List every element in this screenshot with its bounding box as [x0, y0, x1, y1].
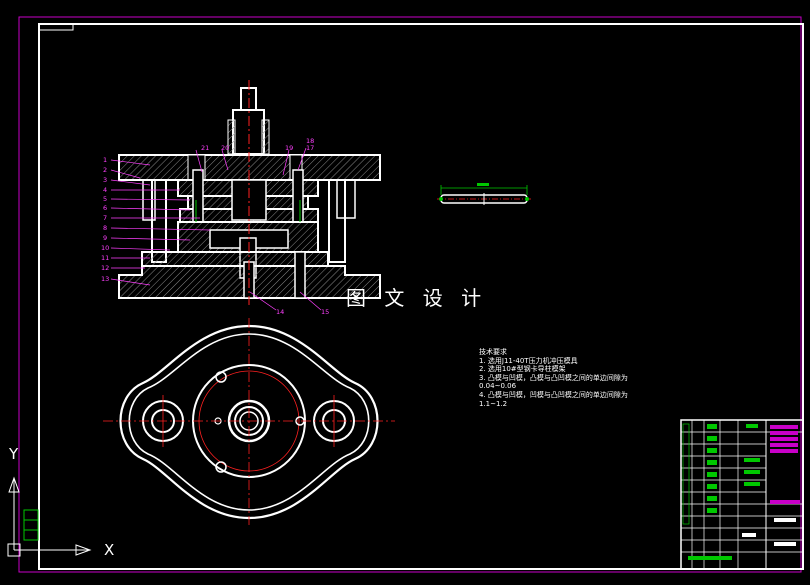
technical-requirement-line: 3. 凸模与凹模，凸模与凸凹模之间的单边间隙为: [479, 373, 628, 382]
technical-requirements: 技术要求 1. 选用J11-40T压力机冲压模具 2. 选用10#型钢卡导柱模架…: [479, 348, 628, 408]
callout-leaders-left: [110, 147, 322, 311]
title-block: [680, 419, 804, 570]
technical-requirement-line: 4. 凸模与凹模，凹模与凸凹模之间的单边间隙为: [479, 390, 628, 399]
technical-requirement-line: 0.04~0.06: [479, 382, 517, 391]
callout-8: 8: [103, 224, 107, 232]
technical-requirement-line: 1. 选用J11-40T压力机冲压模具: [479, 356, 578, 365]
ucs-icon: [7, 476, 92, 557]
technical-requirement-line: 1.1~1.2: [479, 399, 508, 408]
callout-21: 21: [201, 144, 209, 152]
sheet-border-outer: [18, 16, 802, 573]
part-side-view: [437, 183, 531, 205]
watermark-text: 图 文 设 计: [346, 286, 488, 310]
plan-view: [103, 318, 395, 525]
callout-5: 5: [103, 195, 107, 203]
ucs-y-label: Y: [9, 445, 19, 463]
ucs-x-label: X: [104, 541, 115, 559]
technical-requirements-heading: 技术要求: [479, 348, 507, 356]
technical-requirement-line: 2. 选用10#型钢卡导柱模架: [479, 365, 566, 374]
callout-14: 14: [276, 308, 284, 316]
frame-corner-tab: [38, 23, 74, 31]
callout-19: 19: [285, 144, 293, 152]
callout-6: 6: [103, 204, 107, 212]
callout-12: 12: [101, 264, 109, 272]
callout-17: 17: [306, 144, 314, 152]
callout-13: 13: [101, 275, 109, 283]
callout-numbers: 1 2 3 4 5 6 7 8 9 10 11 12 13 14 15 17 1…: [101, 137, 329, 316]
callout-10: 10: [101, 244, 109, 252]
callout-18: 18: [306, 137, 314, 145]
sheet-border-inner: [38, 23, 804, 570]
assembly-section-view: [118, 80, 381, 305]
callout-2: 2: [103, 166, 107, 174]
callout-9: 9: [103, 234, 107, 242]
callout-3: 3: [103, 176, 107, 184]
callout-11: 11: [101, 254, 109, 262]
callout-20: 20: [221, 144, 229, 152]
callout-1: 1: [103, 156, 107, 164]
callout-4: 4: [103, 186, 107, 194]
callout-7: 7: [103, 214, 107, 222]
callout-15: 15: [321, 308, 329, 316]
